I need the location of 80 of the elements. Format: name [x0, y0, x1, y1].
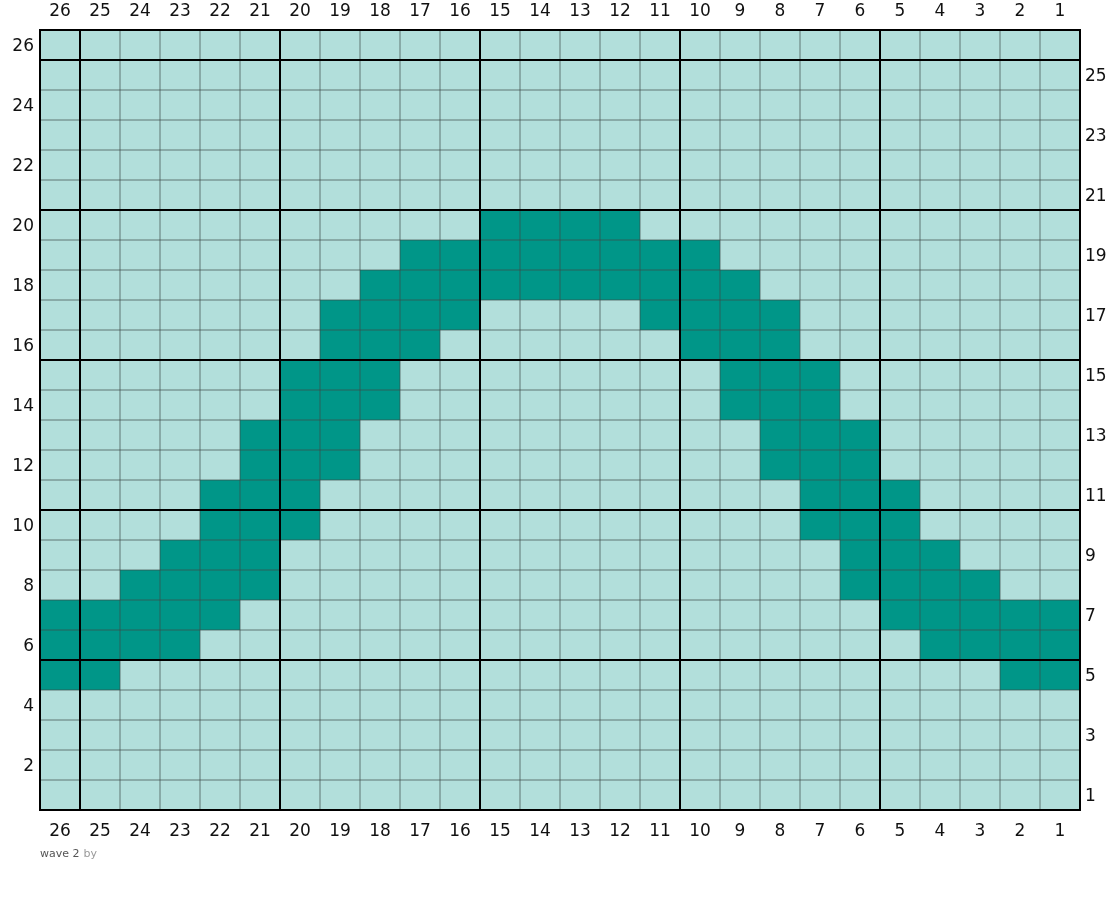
column-number: 3: [973, 0, 987, 20]
row-number: 2: [22, 755, 34, 775]
column-number: 3: [973, 820, 987, 840]
row-number: 8: [22, 575, 34, 595]
column-number: 23: [168, 820, 192, 840]
column-number: 24: [128, 820, 152, 840]
row-number: 19: [1085, 245, 1107, 265]
column-number: 5: [893, 0, 907, 20]
column-number: 9: [733, 0, 747, 20]
column-number: 6: [853, 0, 867, 20]
row-number: 10: [11, 515, 34, 535]
row-number: 4: [22, 695, 34, 715]
column-number: 24: [128, 0, 152, 20]
column-number: 15: [488, 820, 512, 840]
row-number: 22: [11, 155, 34, 175]
row-number: 3: [1085, 725, 1096, 745]
column-number: 14: [528, 820, 552, 840]
column-number: 16: [448, 0, 472, 20]
column-number: 8: [773, 820, 787, 840]
row-number: 12: [11, 455, 34, 475]
row-number: 9: [1085, 545, 1096, 565]
row-number: 5: [1085, 665, 1096, 685]
column-number: 7: [813, 820, 827, 840]
row-number: 13: [1085, 425, 1107, 445]
column-number: 13: [568, 0, 592, 20]
column-number: 21: [248, 0, 272, 20]
column-number: 12: [608, 820, 632, 840]
column-number: 2: [1013, 0, 1027, 20]
column-number: 26: [48, 820, 72, 840]
column-number: 16: [448, 820, 472, 840]
column-number: 20: [288, 0, 312, 20]
column-number: 11: [648, 820, 672, 840]
column-number: 13: [568, 820, 592, 840]
column-number: 17: [408, 820, 432, 840]
row-number: 14: [11, 395, 34, 415]
column-number: 4: [933, 820, 947, 840]
row-number: 23: [1085, 125, 1107, 145]
column-number: 7: [813, 0, 827, 20]
row-number: 15: [1085, 365, 1107, 385]
row-number: 25: [1085, 65, 1107, 85]
row-number: 1: [1085, 785, 1096, 805]
column-number: 19: [328, 0, 352, 20]
row-number: 26: [11, 35, 34, 55]
column-number: 14: [528, 0, 552, 20]
column-number: 10: [688, 820, 712, 840]
column-number: 19: [328, 820, 352, 840]
column-number: 11: [648, 0, 672, 20]
byline-text: by: [83, 847, 97, 861]
column-number: 25: [88, 820, 112, 840]
column-number: 2: [1013, 820, 1027, 840]
column-number: 18: [368, 820, 392, 840]
column-number: 5: [893, 820, 907, 840]
column-number: 1: [1053, 0, 1067, 20]
row-number: 20: [11, 215, 34, 235]
column-number: 22: [208, 820, 232, 840]
row-number: 21: [1085, 185, 1107, 205]
column-number: 1: [1053, 820, 1067, 840]
column-number: 25: [88, 0, 112, 20]
column-number: 12: [608, 0, 632, 20]
column-number: 21: [248, 820, 272, 840]
column-number: 17: [408, 0, 432, 20]
column-number: 15: [488, 0, 512, 20]
row-number: 11: [1085, 485, 1107, 505]
row-number: 18: [11, 275, 34, 295]
column-number: 22: [208, 0, 232, 20]
chart-title: wave 2: [40, 847, 80, 861]
column-number: 26: [48, 0, 72, 20]
column-number: 6: [853, 820, 867, 840]
row-number: 16: [11, 335, 34, 355]
column-number: 10: [688, 0, 712, 20]
row-number: 24: [11, 95, 34, 115]
column-number: 8: [773, 0, 787, 20]
row-number: 6: [22, 635, 34, 655]
row-number: 7: [1085, 605, 1096, 625]
column-number: 18: [368, 0, 392, 20]
column-number: 23: [168, 0, 192, 20]
column-number: 20: [288, 820, 312, 840]
column-number: 9: [733, 820, 747, 840]
column-number: 4: [933, 0, 947, 20]
row-number: 17: [1085, 305, 1107, 325]
